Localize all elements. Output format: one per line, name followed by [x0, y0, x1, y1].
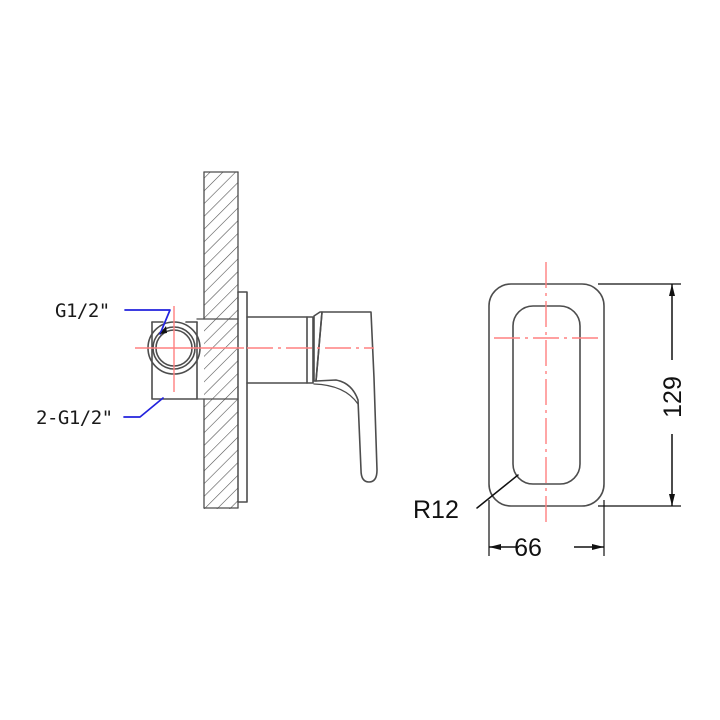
front-view [488, 262, 605, 527]
valve-body-collar [306, 316, 314, 384]
dim129-arrow-bottom [669, 494, 675, 506]
wall-plate [237, 291, 248, 503]
dimension-height-129: 129 [598, 283, 687, 507]
two-g-half-inch-leader [123, 397, 164, 418]
dimension-width-66: 66 [488, 500, 605, 562]
dim129-arrow-top [669, 284, 675, 296]
label-g-half-inch: G1/2" [55, 300, 110, 322]
dim66-arrow-left [489, 544, 501, 550]
label-r12: R12 [413, 496, 459, 524]
valve-body-outline [246, 316, 308, 384]
left-view-centerlines [135, 306, 374, 392]
r12-leader-line [476, 474, 519, 509]
wall-plate-outline [237, 291, 248, 503]
handle-body [315, 311, 378, 483]
label-two-g-half-inch: 2-G1/2" [36, 407, 113, 429]
wall-hatch-upper [204, 172, 238, 319]
dim129-text: 129 [659, 376, 687, 418]
dim66-arrow-right [592, 544, 604, 550]
lever-handle [313, 311, 378, 483]
g-half-inch-leader [124, 309, 171, 335]
annotation-leaders-left [123, 309, 171, 418]
radius-callout: R12 [413, 474, 519, 524]
dim66-text: 66 [514, 534, 542, 562]
g-half-inch-leader-arrow [160, 326, 167, 334]
valve-body [246, 316, 314, 384]
handle-underside-curve [313, 383, 359, 405]
wall-hatch-lower [204, 399, 238, 509]
wall-hatch-middle [204, 319, 238, 399]
